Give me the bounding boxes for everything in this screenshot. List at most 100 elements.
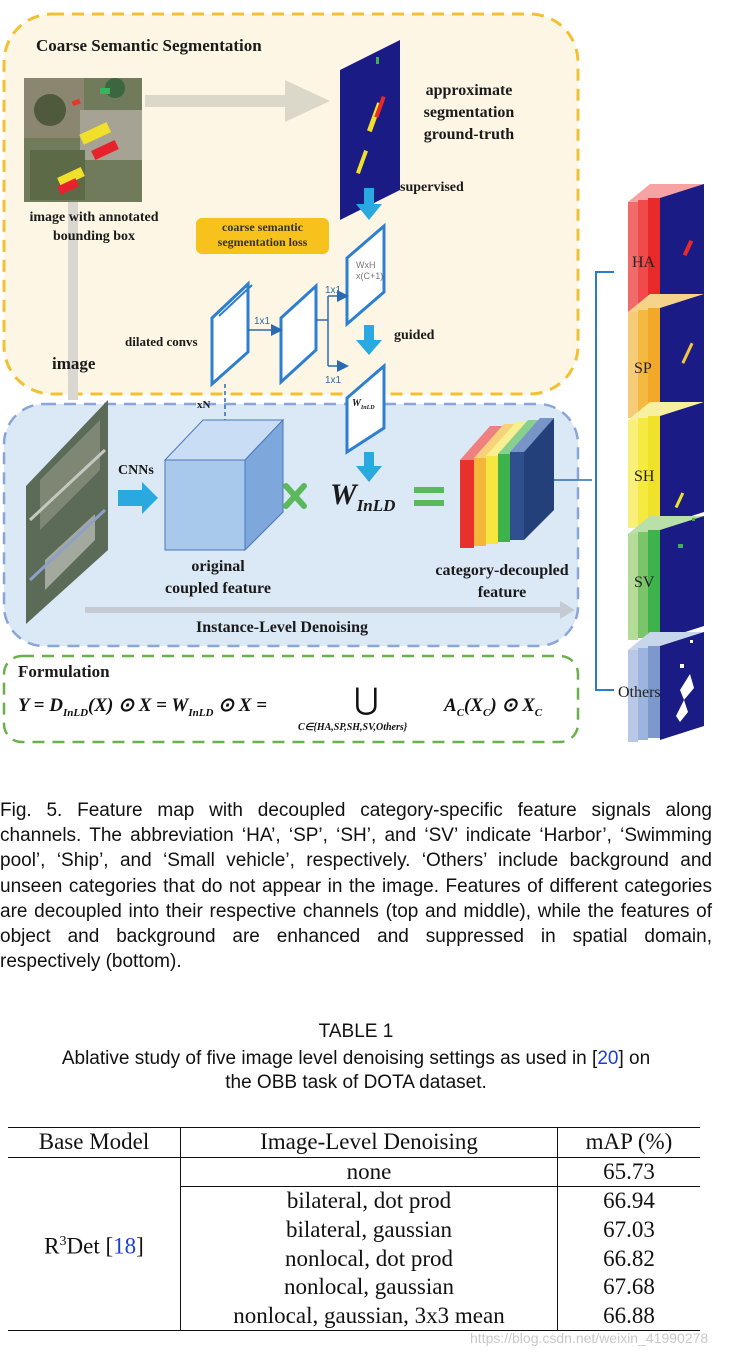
table-row: nonlocal, gaussian 67.68 (8, 1272, 700, 1302)
annotated-image-label-line: bounding box (52, 229, 136, 244)
formulation-title: Formulation (18, 662, 110, 681)
table-caption-line2: the OBB task of DOTA dataset. (225, 1072, 487, 1093)
table-row: bilateral, gaussian 67.03 (8, 1215, 700, 1245)
header-base-model: Base Model (8, 1127, 181, 1158)
base-model-cell: R3Det [18] (8, 1157, 181, 1332)
stack-bracket (595, 271, 614, 691)
setting-cell: bilateral, gaussian (180, 1215, 558, 1245)
annotated-image (24, 78, 142, 202)
setting-cell: nonlocal, dot prod (180, 1244, 558, 1273)
map-cell-best: 67.68 (603, 1274, 655, 1300)
decoupled-label: category-decoupled feature (422, 560, 582, 604)
ild-region (2, 402, 580, 648)
formula-sub1: InLD (62, 706, 89, 719)
image-label: image (52, 354, 96, 373)
stack-label-ha: HA (632, 254, 656, 271)
formula-left: Y = D (18, 695, 63, 716)
table-caption: Ablative study of five image level denoi… (0, 1047, 712, 1095)
decoupled-feature (460, 418, 592, 548)
table-row: nonlocal, gaussian, 3x3 mean 66.88 (8, 1301, 700, 1332)
annotated-image-label: image with annotated bounding box (14, 208, 174, 246)
coarse-seg-region (2, 12, 580, 396)
formula-mid1: (X) ⊙ X = W (88, 695, 189, 716)
stack-others (628, 632, 704, 742)
w-small-label-sub: InLD (360, 405, 375, 411)
formula-right-sub3: C (534, 706, 543, 719)
gt-label-line: segmentation (423, 104, 515, 121)
setting-cell: none (180, 1157, 558, 1188)
map-cell: 66.88 (557, 1301, 700, 1332)
w-big-label: WInLD (330, 478, 395, 516)
table-header-row: Base Model Image-Level Denoising mAP (%) (8, 1127, 700, 1158)
table-caption-ref[interactable]: 20 (597, 1048, 619, 1069)
gt-segmentation-map (340, 40, 400, 220)
watermark: https://blog.csdn.net/weixin_41990278 (470, 1330, 709, 1346)
conv1x1-label-a: 1x1 (254, 316, 271, 327)
decoupled-label-line: feature (477, 584, 527, 601)
table-caption-pre: Ablative study of five image level denoi… (61, 1048, 598, 1069)
stack-label-sh: SH (634, 468, 655, 485)
original-label-line: coupled feature (165, 580, 271, 597)
stack-sh (628, 402, 704, 528)
supervised-arrow (356, 188, 382, 220)
guided-label: guided (394, 328, 435, 343)
w-small-label-text: W (352, 398, 361, 409)
gt-label-line: ground-truth (423, 126, 515, 143)
loss-box (196, 218, 329, 254)
map-cell: 67.03 (603, 1217, 655, 1243)
wxh-label-line: x(C+1) (356, 271, 384, 281)
gt-label: approximate segmentation ground-truth (414, 80, 524, 146)
setting-cell: nonlocal, gaussian (180, 1272, 558, 1302)
stack-sp (628, 294, 704, 418)
ild-arrow (85, 601, 575, 619)
formula-right-sub2: C (483, 706, 491, 719)
formula-right: AC(XC) ⊙ XC (444, 694, 542, 719)
original-label: original coupled feature (148, 556, 288, 600)
annotated-image-label-line: image with annotated (29, 210, 159, 225)
original-feature-cube (163, 418, 285, 552)
formula-mid2: ⊙ X = (213, 695, 268, 716)
wxh-label: WxH x(C+1) (356, 260, 383, 282)
base-model-sup: 3 (59, 1233, 67, 1249)
conv1x1-label-b: 1x1 (325, 285, 342, 296)
w-big-label-text: W (330, 478, 357, 511)
wxh-label-line: WxH (356, 260, 376, 270)
setting-cell: bilateral, dot prod (180, 1186, 558, 1216)
table-caption-post: ] on (618, 1048, 651, 1069)
base-model-r: R (44, 1233, 60, 1259)
w-down-arrow (356, 452, 382, 482)
base-model-rest: Det [ (66, 1233, 114, 1259)
header-map: mAP (%) (557, 1127, 700, 1158)
union-subscript: C∈{HA,SP,SH,SV,Others} (298, 722, 408, 733)
table-row: R3Det [18] none 65.73 (8, 1157, 700, 1332)
loss-label-line: segmentation loss (217, 235, 308, 249)
base-model-end: ] (136, 1233, 144, 1259)
map-cell: 66.82 (603, 1245, 655, 1271)
stack-label-others: Others (618, 684, 661, 701)
image-to-gt-arrow (145, 80, 330, 122)
conv1x1-label-c: 1x1 (325, 375, 342, 386)
guided-arrow (356, 325, 382, 355)
formula: Y = DInLD(X) ⊙ X = WInLD ⊙ X = (18, 694, 267, 719)
formula-sub2: InLD (188, 706, 214, 719)
formula-right-a: A (444, 695, 457, 716)
decoupled-label-line: category-decoupled (435, 562, 569, 579)
loss-label-line: coarse semantic (222, 220, 303, 234)
ild-label: Instance-Level Denoising (196, 619, 368, 636)
coarse-seg-title: Coarse Semantic Segmentation (36, 36, 262, 55)
formula-right-rest: (X (464, 695, 484, 716)
stack-ha (628, 184, 704, 312)
header-denoising: Image-Level Denoising (180, 1127, 558, 1158)
table-row: nonlocal, dot prod 66.82 (8, 1244, 700, 1273)
original-label-line: original (191, 558, 245, 575)
image-vertical-bar (68, 190, 78, 400)
figure-caption: Fig. 5. Feature map with decoupled categ… (0, 800, 712, 973)
table-row: bilateral, dot prod 66.94 (8, 1186, 700, 1216)
figure-5 (2, 12, 704, 744)
dilated-conv-planes (210, 222, 386, 455)
base-model-ref[interactable]: 18 (113, 1233, 137, 1259)
cnns-label: CNNs (118, 463, 154, 478)
map-cell: 66.94 (603, 1188, 655, 1214)
multiply-icon (283, 483, 307, 509)
ablation-table: Base Model Image-Level Denoising mAP (%)… (8, 1127, 700, 1332)
